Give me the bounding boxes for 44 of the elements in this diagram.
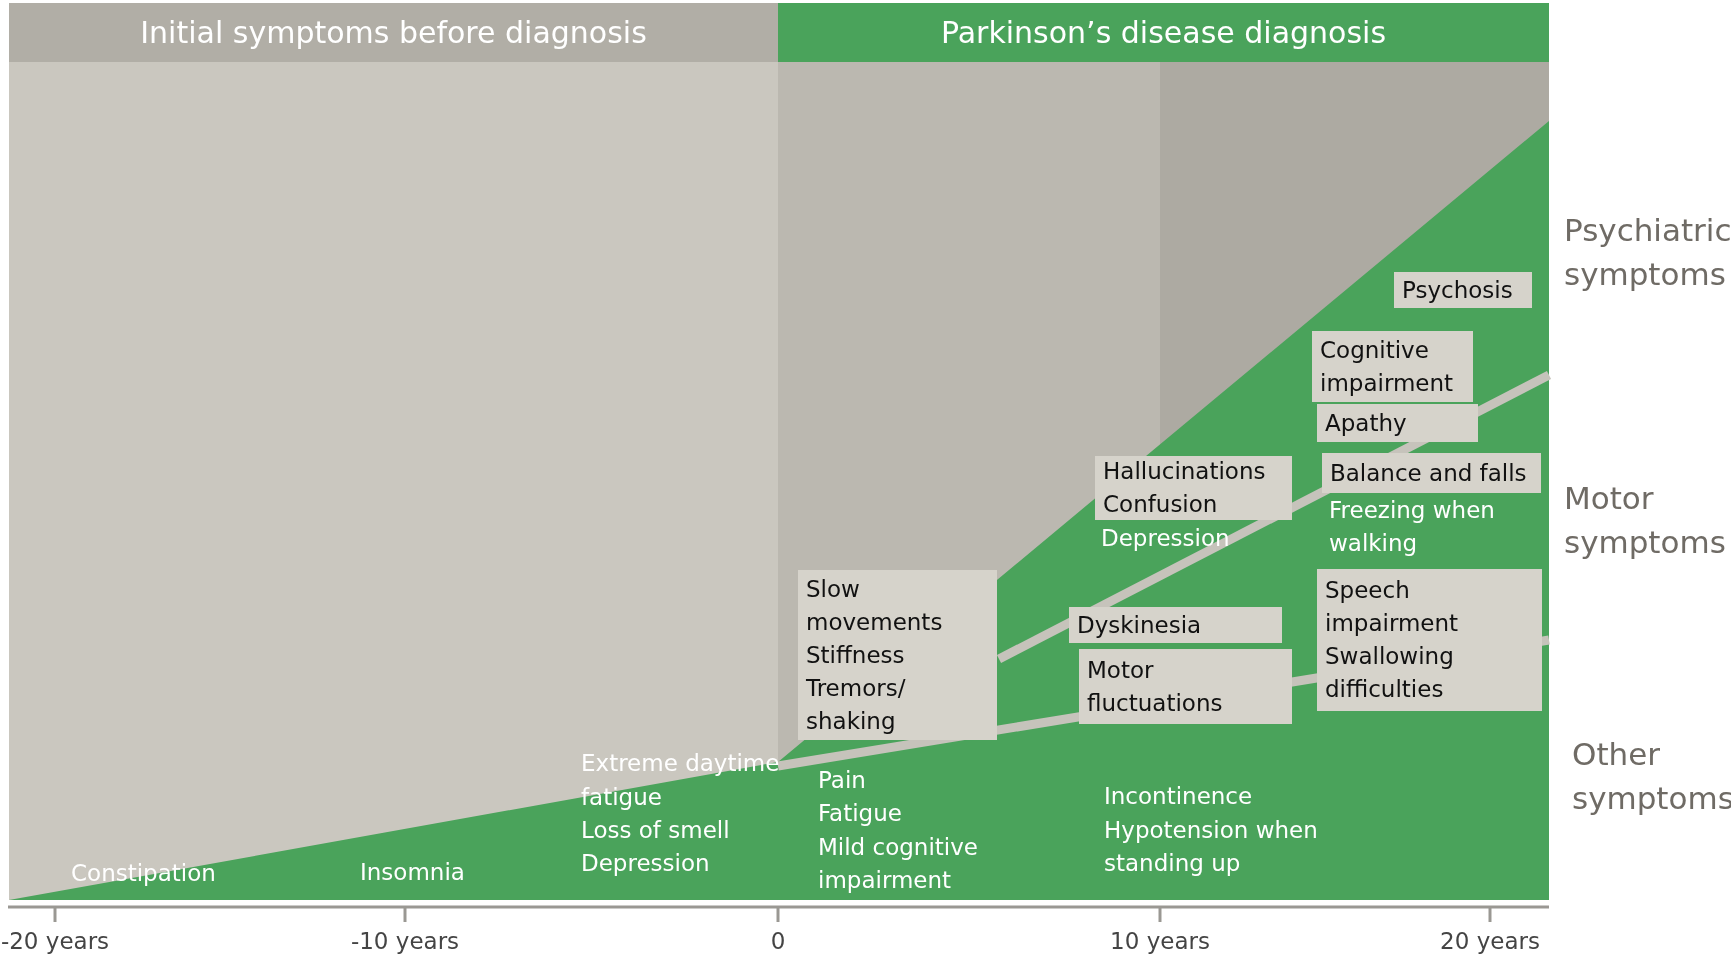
header-band (9, 3, 778, 62)
symptom-box (798, 570, 997, 740)
symptom-text: Loss of smell (581, 816, 731, 845)
symptom-box (1322, 453, 1541, 493)
symptom-text: Motor fluctuations (1087, 655, 1224, 718)
symptom-text: Hallucinations (1103, 457, 1267, 486)
axis-tick-label: -20 years (0, 927, 111, 956)
symptom-text: Fatigue (818, 799, 903, 828)
symptom-text: Pain (818, 766, 867, 795)
category-label: Psychiatric symptoms (1564, 211, 1731, 294)
symptom-text: Stiffness (806, 640, 906, 670)
header-band (778, 3, 1549, 62)
header-title: Initial symptoms before diagnosis (140, 15, 647, 50)
category-label: Motor symptoms (1564, 479, 1727, 562)
symptom-box (1317, 404, 1478, 442)
symptom-text: Cognitive impairment (1320, 335, 1455, 398)
symptom-text: Depression (1101, 524, 1231, 553)
symptom-text: Slow movements (806, 574, 944, 637)
symptom-text: Speech impairment (1325, 576, 1460, 638)
symptom-box (1312, 331, 1473, 402)
symptom-text: Insomnia (360, 858, 466, 887)
symptom-box (1079, 649, 1292, 724)
symptom-text: Confusion (1103, 490, 1219, 519)
symptom-text: Hypotension when standing up (1104, 816, 1319, 878)
symptom-text: Psychosis (1402, 275, 1514, 305)
symptom-box (1317, 569, 1542, 711)
symptom-box (1069, 607, 1282, 643)
symptom-text: Depression (581, 849, 711, 878)
symptom-text: Dyskinesia (1077, 610, 1203, 640)
symptom-text: Freezing when walking (1329, 496, 1496, 558)
axis-tick-label: 20 years (1439, 927, 1541, 956)
symptom-text: Incontinence (1104, 782, 1254, 811)
symptom-box (1095, 456, 1292, 520)
header-title: Parkinson’s disease diagnosis (940, 15, 1387, 50)
symptom-text: Mild cognitive impairment (818, 833, 979, 895)
symptom-box (1394, 272, 1532, 308)
symptom-text: Extreme daytime fatigue (581, 749, 781, 812)
symptom-text: Swallowing difficulties (1325, 642, 1455, 704)
axis-tick-label: 0 (769, 927, 787, 956)
symptom-text: Balance and falls (1330, 458, 1528, 488)
axis-tick-label: -10 years (349, 927, 461, 956)
symptom-text: Apathy (1325, 408, 1408, 438)
axis-tick-label: 10 years (1109, 927, 1211, 956)
symptom-text: Tremors/ shaking (806, 673, 907, 736)
